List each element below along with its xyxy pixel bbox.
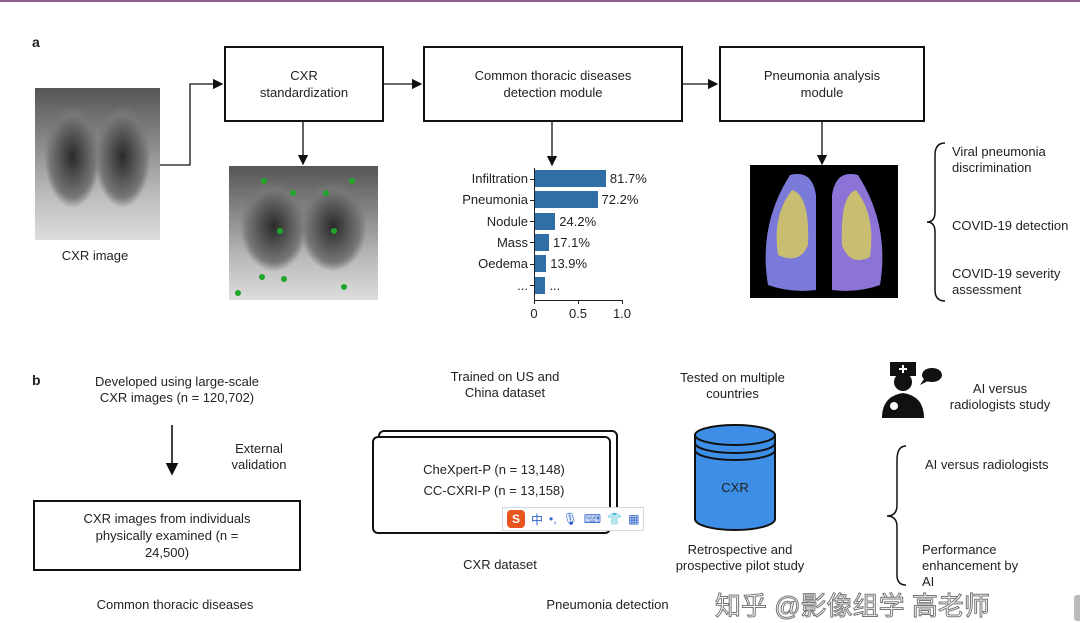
category-label: Nodule	[486, 213, 528, 229]
bar	[534, 170, 606, 187]
retrospective-text: Retrospective and prospective pilot stud…	[675, 542, 805, 573]
doctor-icon	[882, 362, 942, 418]
cc-cxri-line: CC-CXRI-P (n = 13,158)	[423, 483, 565, 498]
microphone-icon[interactable]: 🎙	[562, 512, 578, 526]
landmark-dot	[323, 190, 329, 196]
landmark-dot	[331, 228, 337, 234]
landmark-dot	[341, 284, 347, 290]
y-tick	[530, 199, 534, 201]
side-scroll-tab[interactable]	[1074, 595, 1080, 621]
landmark-dot	[349, 178, 355, 184]
pneumonia-module-box: Pneumonia analysis module	[719, 46, 925, 122]
x-tick	[578, 299, 579, 304]
y-tick	[530, 263, 534, 265]
category-label: Pneumonia	[462, 192, 528, 208]
lung-segmentation-image	[750, 165, 898, 298]
ime-toolbar[interactable]: S 中 •, 🎙 ⌨ 👕 ▦	[502, 507, 645, 531]
brace-outcomes	[926, 142, 946, 302]
data-label: 81.7%	[609, 171, 647, 186]
language-toggle[interactable]: 中	[531, 512, 544, 527]
bar	[534, 276, 546, 294]
category-label: ...	[517, 277, 528, 293]
cxr-dataset-label: CXR dataset	[463, 557, 537, 572]
outcome-covid-severity: COVID-19 severity assessment	[952, 266, 1061, 297]
standardization-box: CXR standardization	[224, 46, 384, 122]
standardized-cxr-image	[229, 166, 378, 300]
y-tick	[530, 285, 534, 286]
landmark-dot	[290, 190, 296, 196]
outcome-viral-pneumonia: Viral pneumonia discrimination	[952, 144, 1046, 175]
panel-a-letter: a	[32, 34, 40, 50]
data-label: 24.2%	[559, 213, 597, 229]
top-accent-line	[0, 0, 1080, 2]
outcome-covid-detection: COVID-19 detection	[952, 218, 1069, 233]
landmark-dot	[235, 290, 241, 296]
tested-on-text: Tested on multiple countries	[680, 370, 785, 401]
common-thoracic-label: Common thoracic diseases	[96, 597, 254, 612]
bar	[534, 191, 598, 209]
bar	[534, 255, 547, 273]
arrow-image-to-standardization	[160, 78, 224, 166]
landmark-dot	[277, 228, 283, 234]
panel-b-letter: b	[32, 372, 41, 388]
bar	[534, 233, 550, 251]
y-tick	[530, 242, 534, 244]
keyboard-icon[interactable]: ⌨	[583, 512, 602, 526]
watermark: 知乎 @影像组学 高老师	[715, 591, 991, 622]
trained-on-text: Trained on US and China dataset	[450, 369, 560, 400]
brace-comparisons	[886, 445, 907, 586]
cxr-database-cylinder-icon	[694, 424, 776, 531]
cxr-image	[35, 88, 160, 240]
x-tick-label: 0.5	[568, 305, 588, 321]
data-label: ...	[549, 277, 561, 293]
landmark-dot	[259, 274, 265, 280]
toolbox-icon[interactable]: ▦	[628, 512, 640, 526]
x-tick	[622, 299, 623, 304]
landmark-dot	[281, 276, 287, 282]
x-tick	[534, 299, 535, 304]
x-tick-label: 1.0	[612, 305, 632, 321]
landmark-dot	[261, 178, 267, 184]
y-tick	[530, 221, 534, 223]
chexpert-line: CheXpert-P (n = 13,148)	[423, 462, 565, 477]
cxr-image-label: CXR image	[61, 248, 129, 263]
data-label: 13.9%	[550, 256, 588, 272]
category-label: Infiltration	[471, 171, 528, 186]
developed-text: Developed using large-scale CXR images (…	[94, 374, 260, 405]
individuals-box: CXR images from individuals physically e…	[33, 500, 301, 571]
performance-text: Performance enhancement by AI	[922, 542, 1019, 589]
ai-study-text: AI versus radiologists study	[949, 381, 1051, 412]
data-label: 17.1%	[553, 234, 590, 250]
detection-bar-chart: Infiltration 81.7% Pneumonia 72.2% Nodule 24.…	[430, 160, 670, 330]
punctuation-toggle[interactable]: •,	[549, 512, 557, 526]
category-label: Mass	[496, 234, 528, 250]
category-label: Oedema	[478, 256, 528, 272]
data-label: 72.2%	[601, 192, 639, 208]
skin-icon[interactable]: 👕	[607, 512, 623, 526]
x-tick-label: 0	[530, 305, 538, 321]
ai-vs-radiologists-text: AI versus radiologists	[925, 457, 1049, 472]
bar	[534, 212, 556, 230]
cylinder-label: CXR	[721, 480, 749, 495]
sogou-logo-icon[interactable]: S	[507, 510, 525, 528]
y-tick	[530, 178, 534, 180]
y-axis	[534, 168, 535, 300]
detection-module-box: Common thoracic diseases detection modul…	[423, 46, 683, 122]
pneumonia-detection-label: Pneumonia detection	[546, 597, 669, 612]
external-validation-text: External validation	[231, 441, 287, 472]
